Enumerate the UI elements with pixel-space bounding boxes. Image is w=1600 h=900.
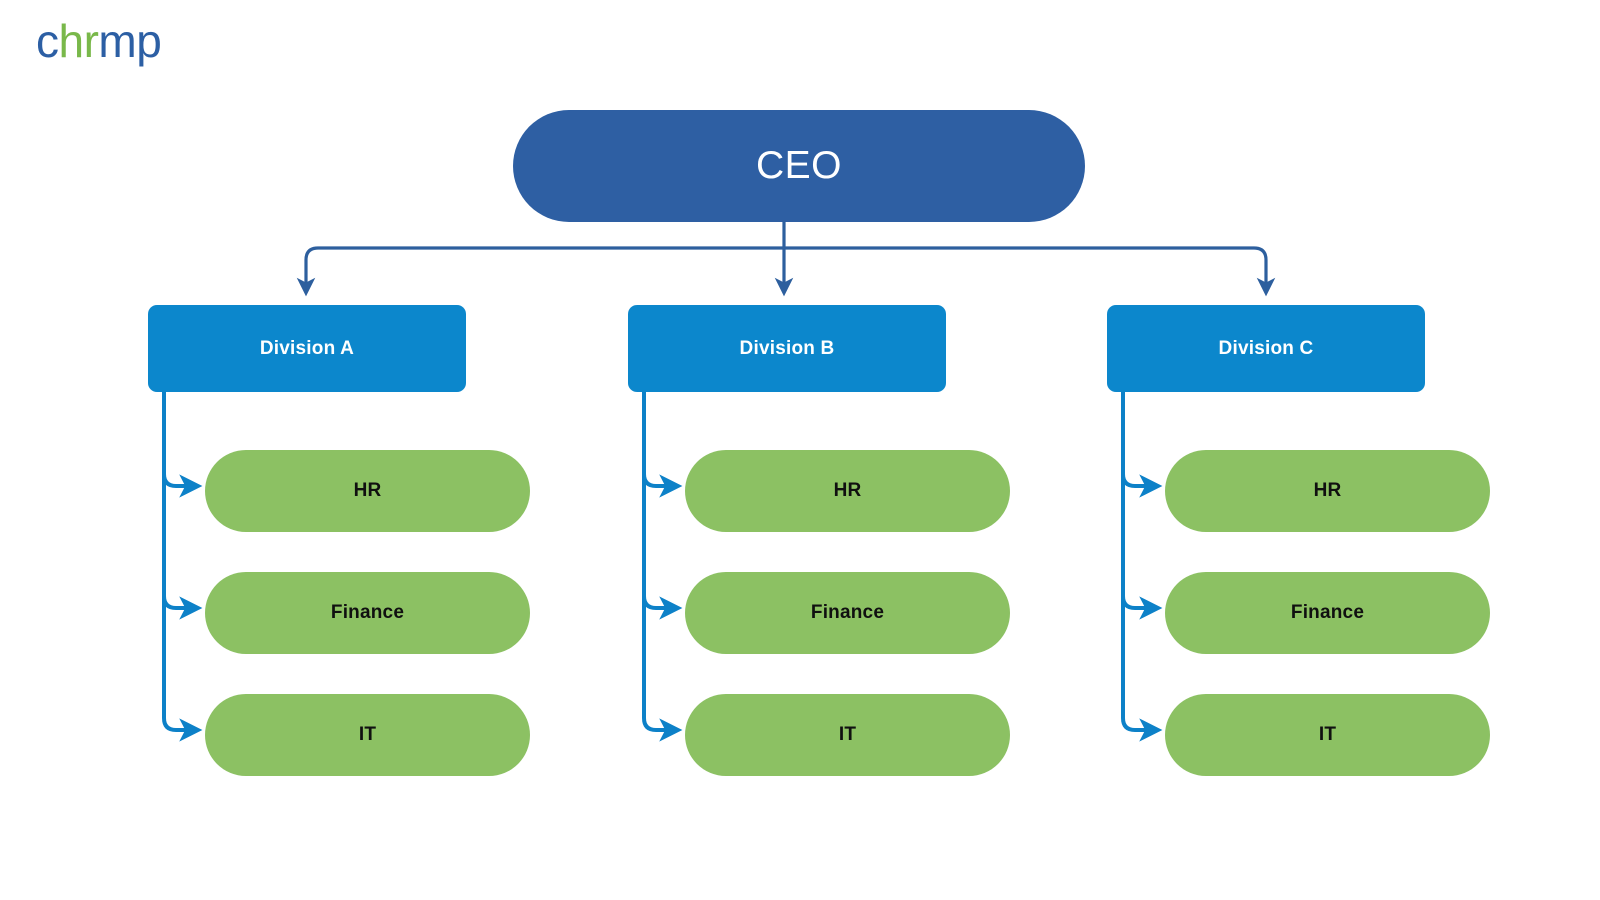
logo-letter-c: c xyxy=(36,15,59,67)
node-division-a-it-label: IT xyxy=(358,724,377,745)
node-ceo[interactable]: CEO xyxy=(513,110,1085,222)
node-division-c-hr[interactable]: HR xyxy=(1165,450,1490,532)
node-division-a-hr-label: HR xyxy=(353,480,382,501)
node-division-b-hr[interactable]: HR xyxy=(685,450,1010,532)
node-division-c-finance-label: Finance xyxy=(1290,602,1365,623)
node-division-a-finance[interactable]: Finance xyxy=(205,572,530,654)
logo-letter-h: h xyxy=(58,15,85,67)
chrmp-logo: chrmp xyxy=(36,15,162,67)
node-division-c[interactable]: Division C xyxy=(1107,305,1425,392)
node-division-a[interactable]: Division A xyxy=(148,305,466,392)
node-division-b-it-label: IT xyxy=(838,724,857,745)
connector-division-b-hr xyxy=(642,473,683,498)
node-division-c-label: Division C xyxy=(1218,337,1314,359)
division-b-leaf-connectors xyxy=(642,392,683,742)
division-b-spine xyxy=(642,392,683,742)
ceo-branch-connectors xyxy=(296,222,1276,297)
node-division-c-it-label: IT xyxy=(1318,724,1337,745)
node-division-b[interactable]: Division B xyxy=(628,305,946,392)
node-ceo-label: CEO xyxy=(755,144,842,187)
node-division-c-it[interactable]: IT xyxy=(1165,694,1490,776)
node-division-a-it[interactable]: IT xyxy=(205,694,530,776)
node-division-b-label: Division B xyxy=(739,337,835,359)
division-c-leaf-connectors xyxy=(1121,392,1163,742)
connector-division-a-finance xyxy=(162,595,203,620)
node-division-a-hr[interactable]: HR xyxy=(205,450,530,532)
connector-division-c-finance xyxy=(1121,595,1163,620)
node-division-c-finance[interactable]: Finance xyxy=(1165,572,1490,654)
division-a-spine xyxy=(162,392,203,742)
node-division-a-label: Division A xyxy=(259,337,355,359)
logo-letter-m: m xyxy=(98,15,137,67)
node-division-b-hr-label: HR xyxy=(833,480,862,501)
node-division-b-finance[interactable]: Finance xyxy=(685,572,1010,654)
connector-ceo-division-a xyxy=(296,246,784,297)
connector-division-c-hr xyxy=(1121,473,1163,498)
logo-letter-r: r xyxy=(83,15,99,67)
connector-ceo-division-c xyxy=(784,246,1276,297)
node-division-a-finance-label: Finance xyxy=(330,602,405,623)
connector-division-b-finance xyxy=(642,595,683,620)
division-c-spine xyxy=(1121,392,1163,742)
division-a-leaf-connectors xyxy=(162,392,203,742)
connector-division-a-hr xyxy=(162,473,203,498)
node-division-b-finance-label: Finance xyxy=(810,602,885,623)
node-division-c-hr-label: HR xyxy=(1313,480,1342,501)
logo-letter-p: p xyxy=(136,15,162,67)
node-division-b-it[interactable]: IT xyxy=(685,694,1010,776)
